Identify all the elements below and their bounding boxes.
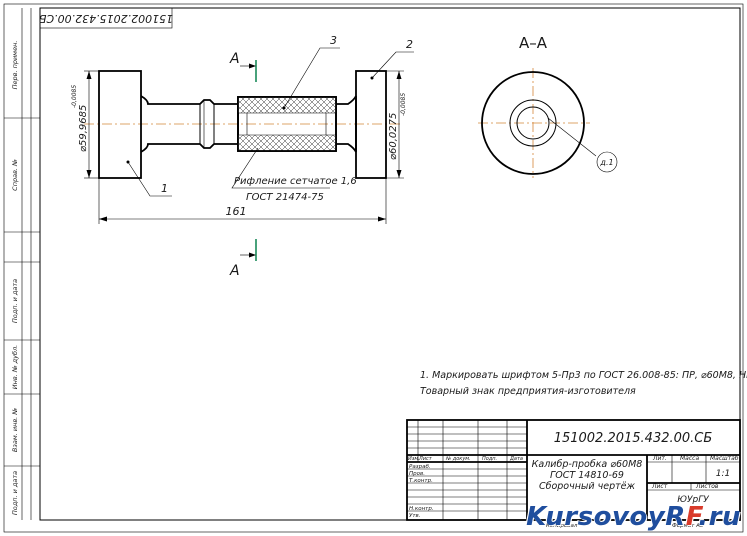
knurl-note-line2: ГОСТ 21474-75: [246, 192, 324, 203]
corner-stamp-code: 151002.2015.432.00.СБ: [39, 12, 173, 25]
watermark-suffix: .ru: [698, 502, 741, 532]
strip-label: Перв. примен.: [11, 41, 19, 90]
gauge-main-view: 161 ⌀59,9685 -0,0085 ⌀60,0275 -0,0085 1 …: [71, 34, 414, 279]
format-label: Формат А3: [672, 523, 704, 529]
right-diameter-dim: ⌀60,0275: [388, 113, 399, 160]
row-label: Пров.: [409, 471, 425, 477]
cut-label-bottom: А: [229, 263, 240, 279]
left-tolerance: -0,0085: [71, 85, 78, 108]
strip-label: Подп. и дата: [11, 279, 19, 323]
tech-note-line2: Товарный знак предприятия-изготовителя: [420, 386, 636, 397]
strip-label: Инв. № дубл.: [11, 345, 19, 389]
inner-frame: [39, 7, 741, 521]
watermark: KursovoyRF.ru: [526, 502, 741, 532]
callout-1: 1: [161, 182, 168, 195]
sheets-label: Листов: [695, 483, 719, 490]
strip-label: Взам. инв. №: [11, 408, 19, 452]
item-name-line1: Калибр-пробка ⌀60М8: [532, 459, 643, 470]
cut-label-top: А: [229, 51, 240, 67]
item-name-line2: ГОСТ 14810-69: [550, 470, 624, 481]
copied-label: Копировал: [546, 523, 578, 529]
tech-notes: 1. Маркировать шрифтом 5-Пр3 по ГОСТ 26.…: [420, 370, 747, 397]
col-header: Подп.: [482, 456, 497, 462]
org-name: ЮУрГУ: [677, 495, 709, 505]
corner-stamp: 151002.2015.432.00.СБ: [39, 7, 173, 29]
right-tolerance: -0,0085: [400, 93, 407, 116]
row-label: Н.контр.: [409, 506, 434, 512]
row-label: Т.контр.: [409, 478, 433, 484]
strip-label: Справ. №: [11, 159, 19, 191]
item-name-line3: Сборочный чертёж: [539, 481, 636, 492]
watermark-accent: F: [685, 502, 699, 532]
callout-2: 2: [406, 38, 413, 51]
doc-code: 151002.2015.432.00.СБ: [554, 431, 713, 446]
overall-length-dim: 161: [226, 205, 247, 218]
col-header: Дата: [509, 456, 523, 462]
strip-label: Подп. и дата: [11, 471, 19, 515]
mass-header: Масса: [680, 455, 699, 462]
watermark-main: KursovoyR: [526, 502, 686, 532]
title-block: Изм. Лист № докум. Подп. Дата Разраб. Пр…: [406, 419, 741, 529]
lit-header: Лит.: [652, 455, 667, 462]
scale-header: Масштаб: [710, 455, 739, 462]
scale-value: 1:1: [716, 469, 730, 479]
knurl-note-line1: Рифление сетчатое 1,6: [234, 176, 357, 187]
sheet-label: Лист: [651, 483, 668, 490]
left-diameter-dim: ⌀59,9685: [78, 105, 89, 152]
section-ref-mark: д.1: [599, 158, 613, 167]
callout-3: 3: [330, 34, 337, 47]
col-header: Лист: [418, 456, 433, 462]
section-view: А–А д.1: [478, 34, 618, 178]
outer-frame: [3, 3, 744, 533]
row-label: Разраб.: [409, 464, 431, 470]
tech-note-line1: 1. Маркировать шрифтом 5-Пр3 по ГОСТ 26.…: [420, 370, 747, 381]
col-header: Изм.: [408, 456, 420, 462]
col-header: № докум.: [445, 456, 471, 462]
section-title: А–А: [519, 34, 548, 52]
row-label: Утв.: [409, 513, 421, 519]
left-strip: Перв. примен. Справ. № Подп. и дата Инв.…: [4, 8, 40, 520]
